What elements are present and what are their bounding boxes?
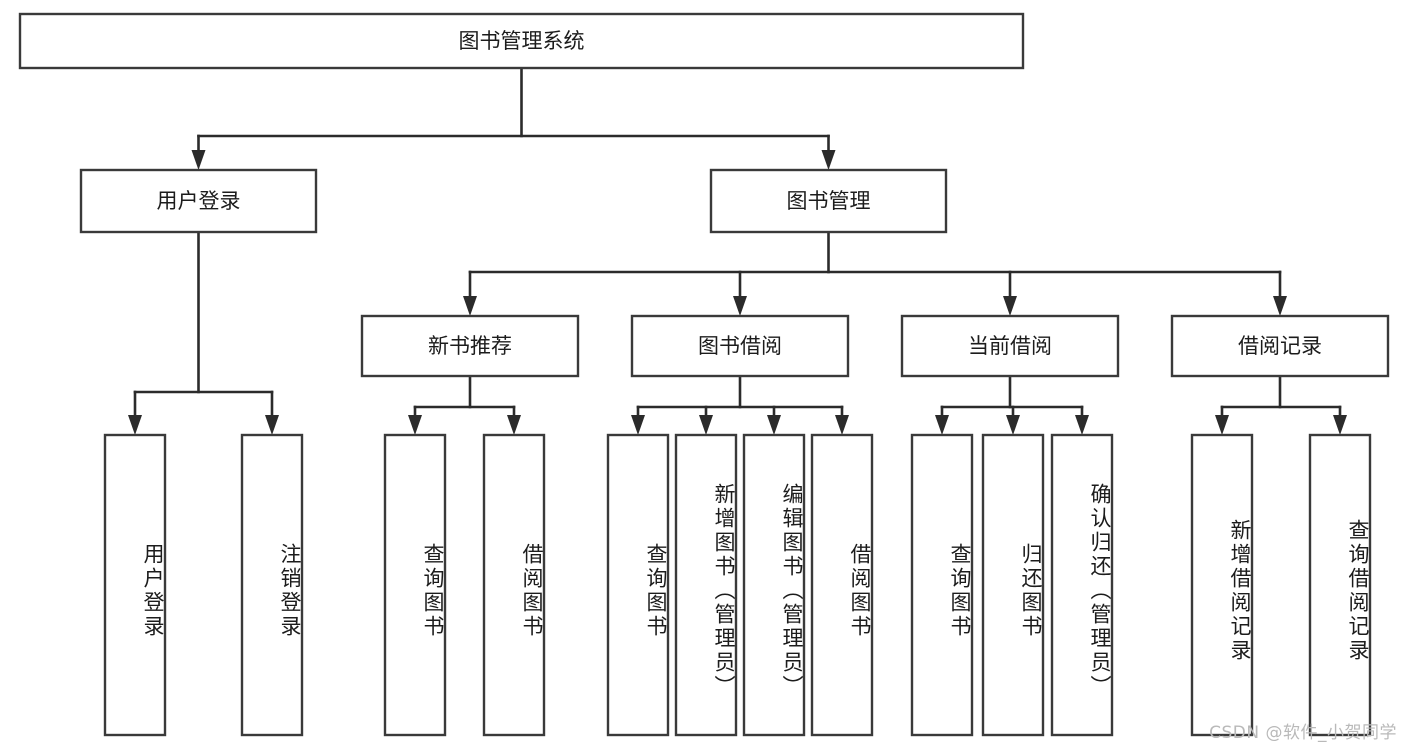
arrowhead-leaf-borrow-book-1 bbox=[507, 415, 521, 435]
node-label-borrow-record: 借阅记录 bbox=[1238, 334, 1322, 358]
node-box-leaf-confirm-return bbox=[1050, 433, 1114, 737]
node-label-user-login: 用户登录 bbox=[157, 189, 241, 213]
arrowhead-leaf-query-book-3 bbox=[935, 415, 949, 435]
arrowhead-leaf-query-record bbox=[1333, 415, 1347, 435]
node-box-leaf-add-record bbox=[1190, 433, 1254, 737]
node-box-leaf-user-login bbox=[103, 433, 167, 737]
arrowhead-leaf-query-book-1 bbox=[408, 415, 422, 435]
arrowhead-book-borrow bbox=[733, 296, 747, 316]
connector-lines bbox=[128, 66, 1347, 435]
node-box-leaf-user-logout bbox=[240, 433, 304, 737]
node-label-book-manage: 图书管理 bbox=[787, 189, 871, 213]
node-label-new-book-recommend: 新书推荐 bbox=[428, 334, 512, 358]
arrowhead-new-book-recommend bbox=[463, 296, 477, 316]
node-box-leaf-borrow-book-1 bbox=[482, 433, 546, 737]
arrowhead-leaf-user-logout bbox=[265, 415, 279, 435]
arrowhead-leaf-query-book-2 bbox=[631, 415, 645, 435]
node-box-new-book-recommend bbox=[360, 314, 580, 378]
node-box-borrow-record bbox=[1170, 314, 1390, 378]
node-label-book-borrow: 图书借阅 bbox=[698, 334, 782, 358]
node-box-current-borrow bbox=[900, 314, 1120, 378]
arrowhead-leaf-return-book bbox=[1006, 415, 1020, 435]
node-box-book-borrow bbox=[630, 314, 850, 378]
node-box-book-manage bbox=[709, 168, 948, 234]
node-box-leaf-query-book-1 bbox=[383, 433, 447, 737]
node-box-root bbox=[18, 12, 1025, 70]
arrowhead-leaf-borrow-book-2 bbox=[835, 415, 849, 435]
node-box-leaf-edit-book bbox=[742, 433, 806, 737]
node-box-leaf-borrow-book-2 bbox=[810, 433, 874, 737]
arrowhead-leaf-edit-book bbox=[767, 415, 781, 435]
arrowhead-leaf-add-book bbox=[699, 415, 713, 435]
node-label-root: 图书管理系统 bbox=[459, 29, 585, 53]
node-box-leaf-query-book-2 bbox=[606, 433, 670, 737]
node-box-leaf-query-book-3 bbox=[910, 433, 974, 737]
arrowhead-borrow-record bbox=[1273, 296, 1287, 316]
arrowhead-leaf-add-record bbox=[1215, 415, 1229, 435]
node-box-leaf-return-book bbox=[981, 433, 1045, 737]
arrowhead-current-borrow bbox=[1003, 296, 1017, 316]
node-box-user-login bbox=[79, 168, 318, 234]
arrowhead-book-manage bbox=[821, 150, 836, 170]
node-box-leaf-add-book bbox=[674, 433, 738, 737]
arrowhead-leaf-user-login bbox=[128, 415, 142, 435]
arrowhead-leaf-confirm-return bbox=[1075, 415, 1089, 435]
node-box-leaf-query-record bbox=[1308, 433, 1372, 737]
watermark-text: CSDN @软件_小贺同学 bbox=[1209, 723, 1397, 743]
node-label-current-borrow: 当前借阅 bbox=[968, 334, 1052, 358]
arrowhead-user-login bbox=[191, 150, 206, 170]
node-boxes bbox=[18, 12, 1390, 737]
